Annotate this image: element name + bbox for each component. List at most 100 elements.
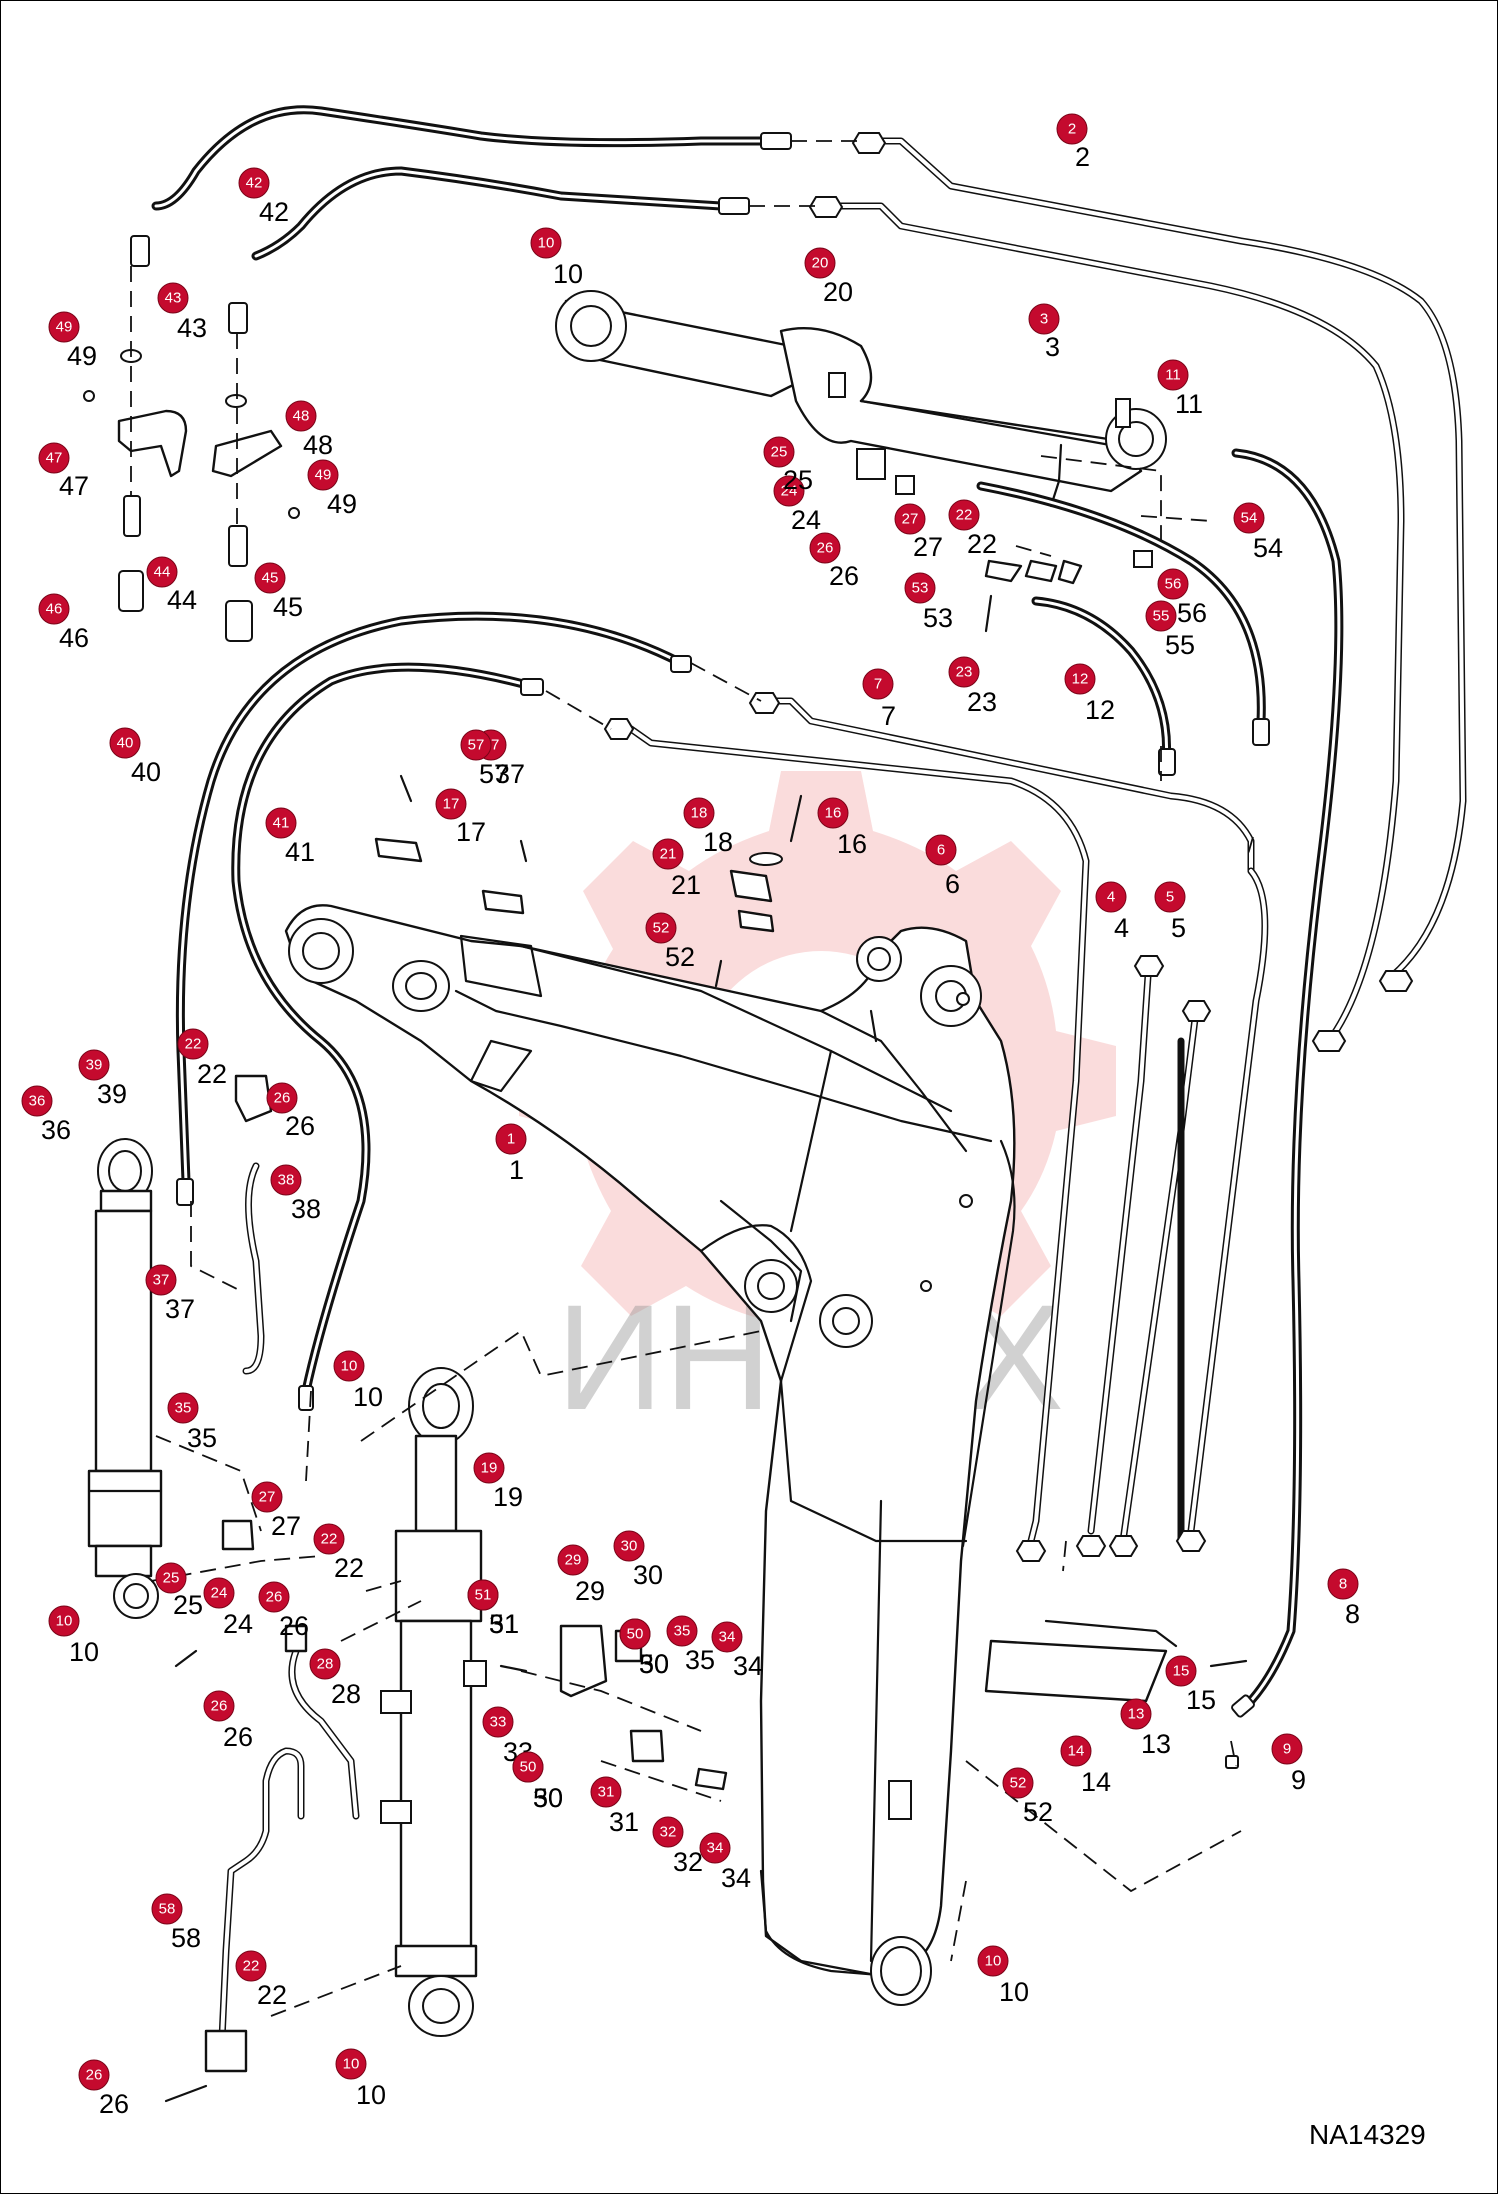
callout-number: 36	[41, 1115, 71, 1145]
callout-badge	[1064, 663, 1096, 695]
dashed-leaders	[130, 140, 1254, 2017]
callout-badge	[177, 1028, 209, 1060]
callout-badge-label: 29	[565, 1552, 582, 1569]
callout-badge-label: 26	[274, 1090, 291, 1107]
callout-badge-label: 13	[1128, 1706, 1145, 1723]
callout-badge-label: 54	[1241, 510, 1258, 527]
callout-number: 54	[1253, 533, 1283, 563]
callout-number: 7	[881, 701, 896, 731]
callout-badge	[157, 282, 189, 314]
callout-number: 13	[1141, 1729, 1171, 1759]
callout-badge	[557, 1544, 589, 1576]
callout-number: 42	[259, 197, 289, 227]
boom-cylinder	[555, 290, 1167, 508]
callout-badge-label: 10	[341, 1358, 358, 1375]
callout-badge-label: 26	[817, 540, 834, 557]
callout-number: 46	[59, 623, 89, 653]
callout-badge	[817, 797, 849, 829]
callout-badge	[1028, 303, 1060, 335]
callout-group: 1122334455667788991010101010101010101011…	[21, 113, 1360, 2119]
callout-number: 24	[223, 1609, 253, 1639]
callout-number: 50	[639, 1649, 669, 1679]
callout-number: 35	[187, 1423, 217, 1453]
callout-badge-label: 26	[266, 1589, 283, 1606]
callout-badge-label: 56	[1165, 576, 1182, 593]
callout-badge-label: 32	[660, 1824, 677, 1841]
callout-number: 50	[533, 1783, 563, 1813]
callout-9: 99	[1271, 1733, 1306, 1795]
callout-number: 28	[331, 1679, 361, 1709]
callout-6: 66	[925, 834, 960, 899]
callout-2: 22	[1056, 113, 1090, 172]
callout-badge	[652, 1816, 684, 1848]
callout-badge-label: 11	[1165, 367, 1181, 384]
callout-badge	[1154, 881, 1186, 913]
callout-number: 41	[285, 837, 315, 867]
callout-number: 30	[533, 1783, 563, 1813]
callout-badge	[1056, 113, 1088, 145]
callout-number: 52	[1023, 1797, 1053, 1827]
callout-badge	[683, 797, 715, 829]
callout-badge	[258, 1581, 290, 1613]
callout-badge	[435, 788, 467, 820]
callout-number: 26	[99, 2089, 129, 2119]
callout-badge	[1157, 359, 1189, 391]
callout-badge-label: 36	[29, 1093, 46, 1110]
callout-number: 1	[509, 1155, 524, 1185]
callout-badge	[235, 1950, 267, 1982]
callout-badge	[460, 729, 492, 761]
callout-badge	[313, 1523, 345, 1555]
callout-badge	[1120, 1698, 1152, 1730]
callout-badge	[48, 311, 80, 343]
callout-badge	[977, 1945, 1009, 1977]
callout-number: 30	[639, 1649, 669, 1679]
callout-number: 34	[721, 1863, 751, 1893]
callout-badge	[1157, 568, 1189, 600]
callout-badge-label: 42	[246, 175, 263, 192]
fittings	[83, 132, 1414, 2103]
callout-badge-label: 10	[56, 1613, 73, 1630]
callout-badge-label: 39	[86, 1057, 103, 1074]
callout-number: 22	[967, 529, 997, 559]
callout-number: 10	[353, 1382, 383, 1412]
callout-number: 26	[829, 561, 859, 591]
callout-number: 49	[67, 341, 97, 371]
callout-number: 47	[59, 471, 89, 501]
callout-number: 27	[913, 532, 943, 562]
callout-number: 20	[823, 277, 853, 307]
callout-badge-label: 37	[153, 1272, 170, 1289]
callout-badge-label: 48	[293, 408, 310, 425]
callout-badge-label: 49	[315, 467, 332, 484]
callout-number: 37	[165, 1294, 195, 1324]
callout-number: 16	[837, 829, 867, 859]
callout-number: 51	[489, 1609, 519, 1639]
callout-badge	[38, 442, 70, 474]
callout-number: 22	[257, 1980, 287, 2010]
callout-badge-label: 22	[243, 1958, 260, 1975]
callout-badge	[145, 1264, 177, 1296]
callout-badge	[1271, 1733, 1303, 1765]
callout-number: 10	[69, 1637, 99, 1667]
callout-badge	[251, 1481, 283, 1513]
callout-badge-label: 7	[874, 676, 882, 693]
callout-number: 40	[131, 757, 161, 787]
callout-badge	[285, 400, 317, 432]
callout-number: 32	[673, 1847, 703, 1877]
